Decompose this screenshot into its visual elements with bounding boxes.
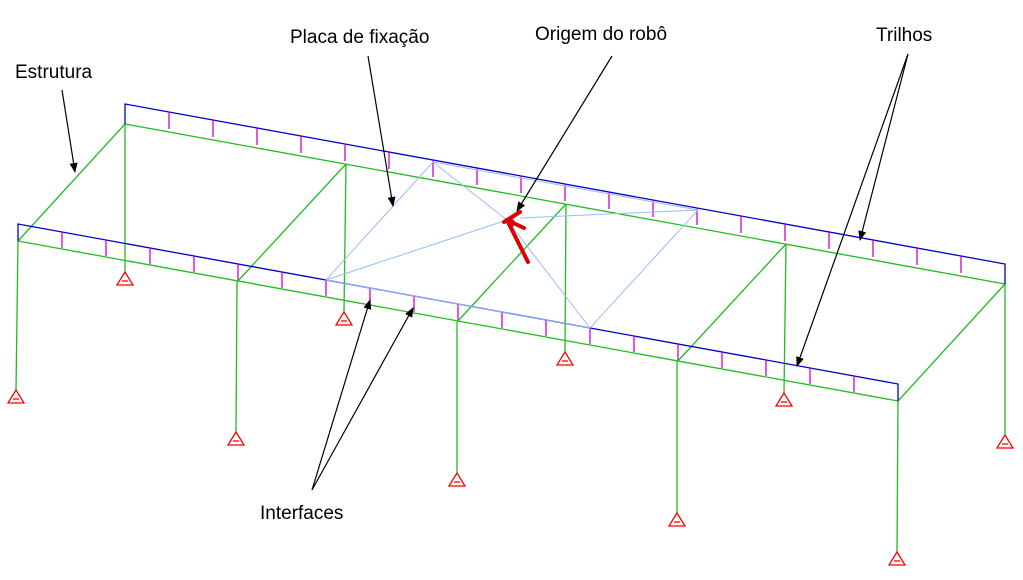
plate-brace [519,209,699,219]
back-beam [124,123,1006,285]
arrow-placa [367,55,396,207]
supports [6,270,1015,566]
arrow-trilhos-back [858,53,909,241]
plate-brace [506,219,591,329]
plate-brace [325,219,508,281]
arrow-origem [516,55,613,212]
label-estrutura: Estrutura [15,62,93,83]
cross-beam [676,243,787,363]
column [783,243,787,394]
label-trilhos: Trilhos [876,25,932,46]
support-icon [555,350,575,366]
frame-beams [17,123,1006,402]
column [15,240,19,391]
cross-beam [456,203,567,323]
support-icon [447,471,467,487]
support-icon [115,270,135,286]
arrow-interfaces-2 [311,307,414,491]
label-interfaces: Interfaces [260,503,343,524]
column [896,400,899,553]
support-icon [667,511,687,527]
cross-beam [897,283,1006,402]
mounting-plate [325,161,699,329]
arrow-trilhos-front [796,53,909,367]
label-placa-de-fixacao: Placa de fixação [290,27,429,48]
arrow-estrutura [61,89,78,173]
cross-beam [236,163,347,283]
interfaces [61,112,962,392]
rails [17,103,1006,401]
plate-outline [325,161,699,329]
leader-lines [61,53,909,491]
support-icon [334,310,354,326]
support-icon [774,391,794,407]
support-icon [6,388,26,404]
arrow-interfaces-1 [311,299,372,491]
cross-beam [17,123,126,242]
columns [15,124,1006,553]
column [564,203,567,353]
origin-axis [505,218,530,264]
robot-origin [502,210,530,264]
support-icon [226,430,246,446]
origin-point [507,219,515,227]
plate-brace [432,161,508,221]
support-icon [995,433,1015,449]
column [235,281,238,433]
column [343,163,347,313]
support-icon [887,550,907,566]
label-origem-do-robo: Origem do robô [535,24,667,45]
